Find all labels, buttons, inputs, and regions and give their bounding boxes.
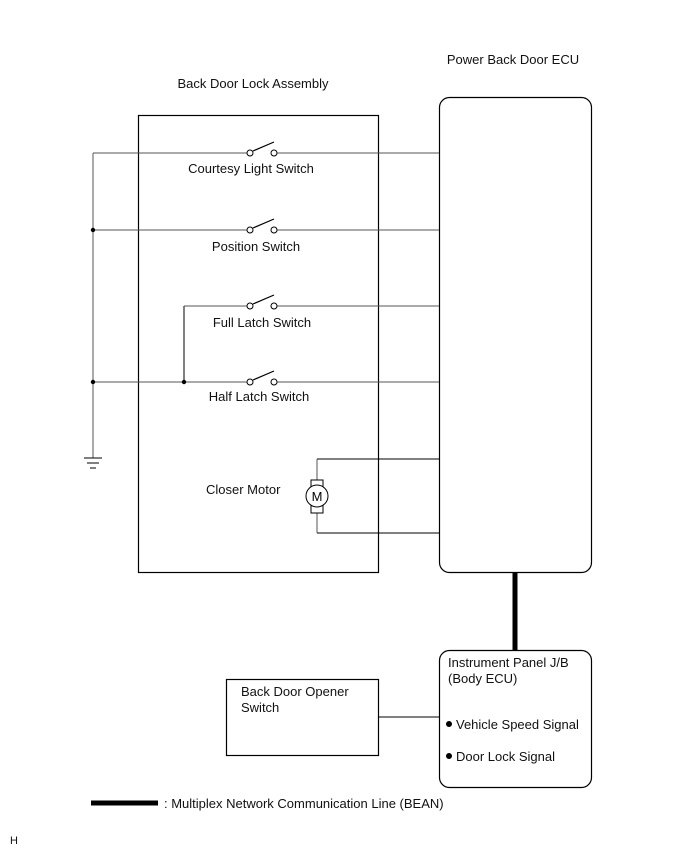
opener-switch-title-line2: Switch [241, 700, 280, 715]
opener-switch-title-line1: Back Door Opener [241, 684, 349, 699]
ecu-title: Power Back Door ECU [446, 52, 580, 67]
full-latch-switch-label: Full Latch Switch [212, 315, 312, 330]
ecu-box [438, 96, 593, 574]
closer-motor-label: Closer Motor [206, 482, 281, 497]
position-switch-label: Position Switch [211, 239, 301, 254]
ground-icon [84, 457, 102, 469]
closer-motor-circuit: M [305, 458, 439, 534]
jb-title-line2: (Body ECU) [448, 671, 518, 686]
junction-block-box [438, 649, 593, 789]
lock-assembly-title: Back Door Lock Assembly [177, 76, 329, 91]
half-latch-switch-circuit [90, 370, 439, 386]
motor-symbol: M [312, 489, 323, 504]
courtesy-switch-label: Courtesy Light Switch [188, 161, 314, 176]
legend-label: : Multiplex Network Communication Line (… [164, 796, 444, 811]
position-switch-circuit [90, 218, 439, 234]
lock-assembly-box [137, 114, 380, 574]
bullet-icon [446, 753, 452, 759]
bullet-icon [446, 721, 452, 727]
motor-icon [305, 484, 329, 508]
signal-vehicle-speed: Vehicle Speed Signal [456, 717, 579, 732]
jb-title-line1: Instrument Panel J/B [448, 655, 569, 670]
courtesy-switch-circuit [93, 141, 439, 157]
full-latch-switch-circuit [183, 294, 439, 382]
signal-door-lock: Door Lock Signal [456, 749, 555, 764]
half-latch-switch-label: Half Latch Switch [208, 389, 310, 404]
corner-mark: H [10, 835, 18, 847]
